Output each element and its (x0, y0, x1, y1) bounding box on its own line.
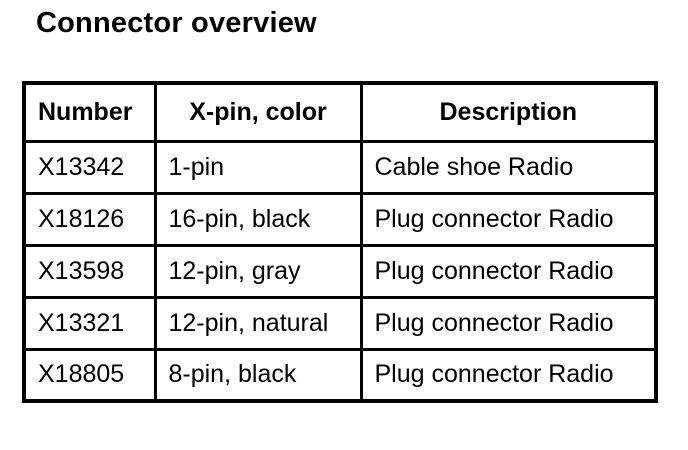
table-row: X13321 12-pin, natural Plug connector Ra… (22, 295, 658, 351)
cell-number: X13598 (22, 243, 157, 299)
table-row: X13598 12-pin, gray Plug connector Radio (22, 243, 658, 299)
table-header-row: Number X-pin, color Description (22, 81, 658, 143)
connector-table: Number X-pin, color Description X13342 1… (22, 81, 658, 403)
cell-xpin-color: 12-pin, natural (153, 295, 363, 351)
table-row: X18805 8-pin, black Plug connector Radio (22, 347, 658, 403)
table-row: X13342 1-pin Cable shoe Radio (22, 139, 658, 195)
cell-description: Plug connector Radio (359, 243, 658, 299)
table-row: X18126 16-pin, black Plug connector Radi… (22, 191, 658, 247)
cell-description: Plug connector Radio (359, 347, 658, 403)
cell-number: X13342 (22, 139, 157, 195)
cell-number: X13321 (22, 295, 157, 351)
cell-description: Cable shoe Radio (359, 139, 658, 195)
cell-xpin-color: 1-pin (153, 139, 363, 195)
column-header-number: Number (22, 81, 157, 143)
cell-description: Plug connector Radio (359, 191, 658, 247)
cell-number: X18805 (22, 347, 157, 403)
cell-xpin-color: 16-pin, black (153, 191, 363, 247)
column-header-description: Description (359, 81, 658, 143)
column-header-xpin-color: X-pin, color (153, 81, 363, 143)
cell-number: X18126 (22, 191, 157, 247)
cell-xpin-color: 12-pin, gray (153, 243, 363, 299)
cell-xpin-color: 8-pin, black (153, 347, 363, 403)
page-title: Connector overview (36, 7, 317, 39)
cell-description: Plug connector Radio (359, 295, 658, 351)
